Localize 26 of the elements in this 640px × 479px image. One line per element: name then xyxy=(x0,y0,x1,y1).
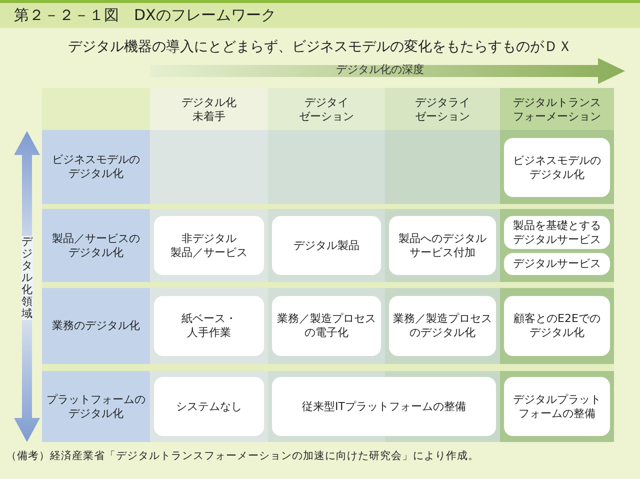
arrow-label: デジタル化領域 xyxy=(21,236,33,320)
item-box: デジタル製品 xyxy=(272,216,381,275)
column-header: デジタル化未着手 xyxy=(150,92,268,130)
item-box: デジタルプラットフォームの整備 xyxy=(504,377,610,436)
item-box: 業務／製造プロセスの電子化 xyxy=(272,296,381,356)
item-box: 非デジタル製品／サービス xyxy=(154,216,264,275)
arrow-label: デジタル化の深度 xyxy=(335,63,425,77)
note: （備考）経済産業省「デジタルトランスフォーメーションの加速に向けた研究会」により作成。 xyxy=(6,449,479,463)
item-box: 紙ベース・人手作業 xyxy=(154,296,264,356)
item-box: ビジネスモデルのデジタル化 xyxy=(504,138,610,197)
row-header: プラットフォームのデジタル化 xyxy=(42,371,150,442)
item-box: デジタルサービス xyxy=(504,253,610,275)
column-header: デジタイゼーション xyxy=(268,92,385,130)
item-box: 製品へのデジタルサービス付加 xyxy=(389,216,496,275)
column-header: デジタライゼーション xyxy=(385,92,500,130)
row-header: 業務のデジタル化 xyxy=(42,288,150,364)
item-box: 業務／製造プロセスのデジタル化 xyxy=(389,296,496,356)
figure-title: 第２－２－１図 DXのフレームワーク xyxy=(14,6,276,24)
item-box: 顧客とのE2Eでのデジタル化 xyxy=(504,296,610,356)
item-box: システムなし xyxy=(154,377,264,436)
column-header: デジタルトランスフォーメーション xyxy=(500,92,614,130)
item-box: 製品を基礎とするデジタルサービス xyxy=(504,216,610,249)
item-box: 従来型ITプラットフォームの整備 xyxy=(272,377,496,436)
subtitle: デジタル機器の導入にとどまらず、ビジネスモデルの変化をもたらすものがＤＸ xyxy=(67,38,573,56)
row-header: 製品／サービスのデジタル化 xyxy=(42,209,150,282)
row-header: ビジネスモデルのデジタル化 xyxy=(42,130,150,204)
